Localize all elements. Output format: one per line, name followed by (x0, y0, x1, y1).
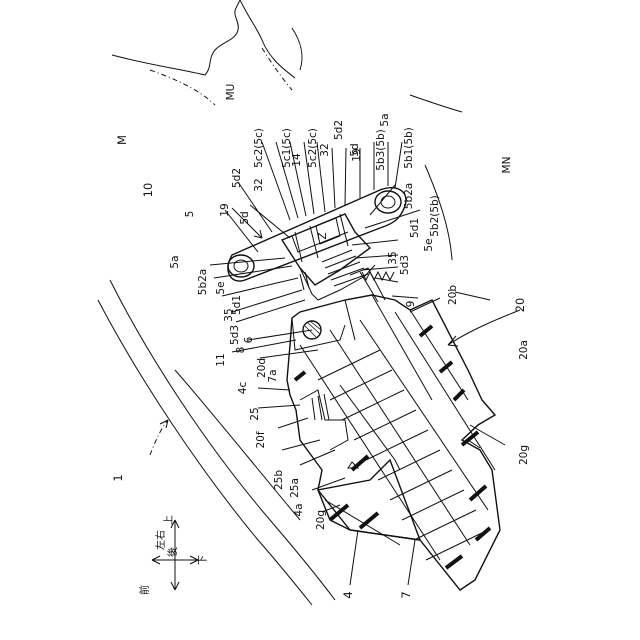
label-l-14: 14 (291, 153, 303, 167)
legend-back: 後 (166, 547, 179, 557)
legend-down: 下 (198, 555, 209, 565)
label-l-5d2-left: 5d2 (231, 168, 243, 188)
label-l-5d1-right: 5d1 (409, 218, 421, 238)
label-l-32-left: 32 (253, 178, 265, 191)
label-l-MU: MU (225, 84, 237, 101)
label-l-5e-right: 5e (423, 238, 435, 251)
label-l-M: M (115, 135, 129, 145)
label-l-19-left: 19 (219, 203, 231, 216)
label-l-35-left: 35 (223, 308, 235, 321)
label-l-5b3: 5b3(5b) (375, 129, 387, 171)
label-l-5c2a: 5c2(5c) (253, 128, 265, 168)
label-l-1: 1 (111, 474, 125, 481)
label-l-20-right: 20 (513, 298, 527, 313)
legend-front: 前 (138, 585, 151, 595)
label-l-20d: 20d (256, 358, 268, 378)
label-l-20f: 20f (255, 431, 267, 448)
label-l-20g-right: 20g (518, 445, 530, 465)
legend-up: 上 (163, 515, 175, 525)
label-l-5d3-right: 5d3 (399, 255, 411, 275)
label-l-5d3-left: 5d3 (229, 325, 241, 345)
label-l-5a-right: 5a (379, 113, 391, 126)
label-l-11: 11 (215, 353, 227, 366)
label-l-7a: 7a (267, 369, 279, 382)
legend-text: 上下前 後左右 (138, 515, 209, 595)
label-l-5a-left: 5a (169, 255, 181, 268)
label-l-10: 10 (141, 183, 155, 198)
label-l-19-right: 19 (351, 148, 363, 161)
label-l-4c: 4c (237, 382, 249, 395)
label-l-4a: 4a (293, 503, 305, 516)
label-l-5d2-right: 5d2 (333, 120, 345, 140)
label-l-MN: MN (501, 157, 513, 174)
label-l-32-right: 32 (319, 143, 331, 156)
label-l-35-right: 35 (387, 251, 399, 264)
label-l-25a: 25a (289, 478, 301, 498)
label-l-5e-left: 5e (215, 281, 227, 294)
vehicle-body-lines (98, 280, 335, 605)
label-l-5: 5 (184, 211, 196, 218)
label-l-5b2b: 5b2(5b) (429, 195, 441, 237)
label-l-5b1: 5b1(5b) (403, 127, 415, 169)
label-l-5b2a-right: 5b2a (403, 183, 415, 209)
label-l-7: 7 (399, 591, 413, 598)
label-l-20b: 20b (447, 285, 459, 305)
label-l-6: 6 (243, 336, 255, 343)
label-l-8: 8 (235, 347, 247, 354)
legend-left-right: 左右 (154, 530, 167, 550)
occupant-outline (112, 0, 302, 105)
label-l-20a: 20a (518, 340, 530, 360)
occupant-ref-line (410, 95, 462, 112)
trim-body (287, 268, 500, 590)
label-l-5d-left: 5d (239, 211, 251, 224)
label-l-4: 4 (341, 591, 355, 598)
label-l-Z: Z (317, 232, 329, 239)
label-l-5b2-left: 5b2a (197, 269, 209, 295)
label-l-25: 25 (249, 407, 261, 420)
label-l-25b: 25b (273, 470, 285, 490)
label-l-20g-left: 20g (315, 510, 327, 530)
label-l-5c2b: 5c2(5c) (307, 128, 319, 168)
label-l-9: 9 (405, 301, 417, 308)
